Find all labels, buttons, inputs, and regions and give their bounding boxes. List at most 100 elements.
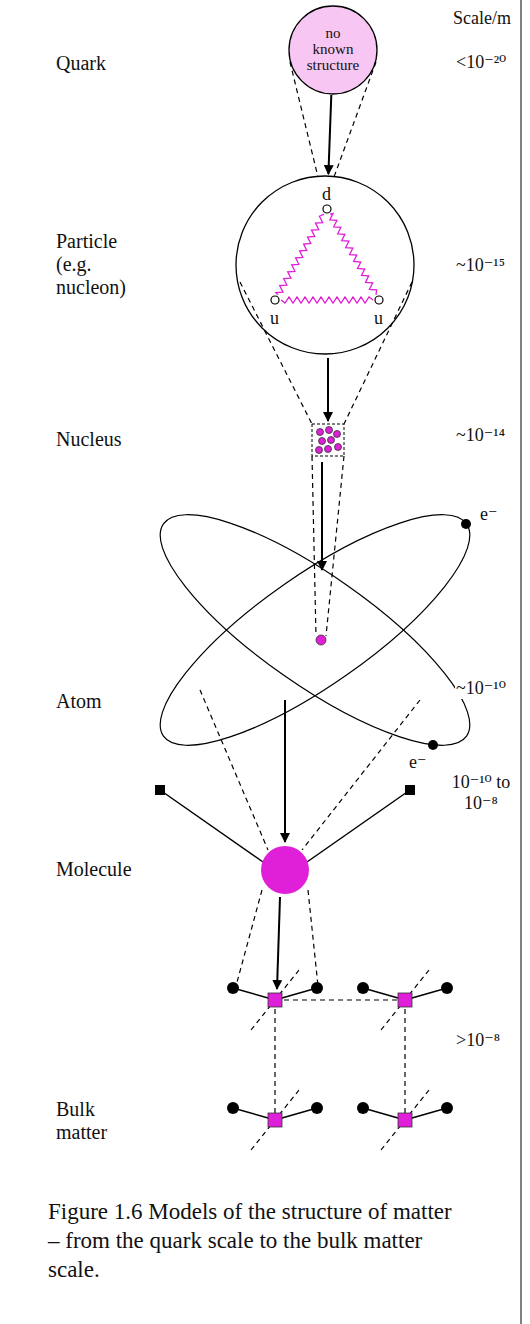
nucleon-dot <box>316 447 323 454</box>
molecule-atom <box>261 846 309 894</box>
small-atom <box>227 982 239 994</box>
nucleus-nucleons <box>316 427 342 454</box>
zoom-line <box>312 456 316 636</box>
orbit-ellipse <box>132 479 498 781</box>
nucleon-dot <box>317 429 324 436</box>
quark-label-holder: d <box>322 185 331 205</box>
small-atom <box>441 982 453 994</box>
level-name: Particle (e.g. nucleon) <box>55 230 135 299</box>
scale-value: 10⁻¹⁰ to 10⁻⁸ <box>450 772 512 813</box>
lattice-line <box>404 1000 405 1120</box>
large-atom <box>398 1113 412 1127</box>
label-holder: e⁻ <box>408 752 428 773</box>
small-atom <box>357 1102 369 1114</box>
nucleon-dot <box>319 438 326 445</box>
lattice-line <box>274 1000 275 1120</box>
level-name: Quark <box>55 52 107 75</box>
lattice-line <box>251 970 299 1030</box>
label-holder: <10⁻²⁰ <box>455 52 507 73</box>
small-atom <box>357 982 369 994</box>
quark-label: u <box>374 309 383 329</box>
nucleon-dot <box>334 431 341 438</box>
zoom-line <box>308 890 318 986</box>
molecule-atom-small <box>405 785 415 795</box>
label-holder: >10⁻⁸ <box>455 1030 501 1051</box>
level-name: Nucleus <box>55 428 123 451</box>
nucleon-dot <box>326 427 333 434</box>
nucleon-dot <box>325 446 332 453</box>
circle-border <box>236 176 414 354</box>
label-holder: 10⁻¹⁰ to 10⁻⁸ <box>450 772 512 813</box>
nucleon-dot <box>335 444 342 451</box>
zoom-line <box>302 700 420 850</box>
lattice-lines <box>251 970 429 1150</box>
level-name: Atom <box>55 690 103 713</box>
scale-value: >10⁻⁸ <box>455 1030 501 1051</box>
small-atom <box>311 982 323 994</box>
figure-caption: Figure 1.6 Models of the structure of ma… <box>48 1198 468 1284</box>
molecule-atom-small <box>155 785 165 795</box>
nucleus-box <box>312 424 344 456</box>
small-atom <box>441 1102 453 1114</box>
frame-line <box>521 0 522 1324</box>
label-holder: e⁻ <box>479 504 499 525</box>
lattice-line <box>381 970 429 1030</box>
lattice-bonds <box>233 988 447 1120</box>
label-holder: Nucleus <box>55 428 123 451</box>
zoom-line <box>236 890 262 986</box>
lattice-line <box>381 1090 429 1150</box>
lattice-line <box>275 999 405 1000</box>
zoom-line <box>344 282 412 424</box>
label-holder: Bulk matter <box>55 1098 125 1144</box>
level-arrow <box>327 358 329 421</box>
label-holder: Quark <box>55 52 107 75</box>
large-atom <box>398 993 412 1007</box>
label-holder: ~10⁻¹⁵ <box>455 255 506 276</box>
quark-dot <box>323 205 331 213</box>
scale-heading: Scale/m <box>452 8 512 29</box>
atom-nucleus <box>316 635 326 645</box>
lattice-small-atoms <box>227 982 453 1114</box>
zoom-line <box>326 456 344 636</box>
quark-label-holder: u <box>270 309 279 329</box>
level-arrow <box>284 700 286 842</box>
orbit-ellipse <box>132 479 498 781</box>
connector-arrow <box>328 95 331 174</box>
lattice-line <box>251 1090 299 1150</box>
quark-label-holder: u <box>374 309 383 329</box>
quark-label: d <box>322 185 331 205</box>
bond-line <box>160 790 263 862</box>
scale-value: ~10⁻¹⁴ <box>455 425 506 446</box>
gluon-line <box>330 213 377 294</box>
circle-border <box>289 6 377 94</box>
small-atom <box>311 1102 323 1114</box>
caption-holder: Figure 1.6 Models of the structure of ma… <box>48 1198 468 1284</box>
level-arrow <box>277 897 280 989</box>
electron-dot <box>461 519 471 529</box>
electron-label: e⁻ <box>408 752 428 773</box>
scale-value: ~10⁻¹⁵ <box>455 255 506 276</box>
node-text: no known structure <box>304 26 362 73</box>
nucleon-circle: d u u <box>235 175 415 355</box>
bond-line <box>307 790 410 862</box>
quark-circle: no known structure <box>288 5 378 95</box>
label-holder: ~10⁻¹⁴ <box>455 425 506 446</box>
scale-value: ~10⁻¹⁰ <box>455 678 507 699</box>
electron-orbits <box>132 479 498 781</box>
level-name: Molecule <box>55 858 133 881</box>
label-holder: ~10⁻¹⁰ <box>455 678 507 699</box>
electron-dot <box>428 740 438 750</box>
lattice-large-atoms <box>268 993 412 1127</box>
label-holder: Particle (e.g. nucleon) <box>55 230 135 299</box>
label-holder: Molecule <box>55 858 133 881</box>
quark-dot <box>375 296 383 304</box>
gluon-line <box>276 214 324 295</box>
electron-label: e⁻ <box>479 504 499 525</box>
level-name: Bulk matter <box>55 1098 125 1144</box>
quark-label: u <box>270 309 279 329</box>
quark-dot <box>271 296 279 304</box>
nucleon-dot <box>328 437 335 444</box>
label-holder: Scale/m <box>452 8 512 29</box>
small-atom <box>227 1102 239 1114</box>
